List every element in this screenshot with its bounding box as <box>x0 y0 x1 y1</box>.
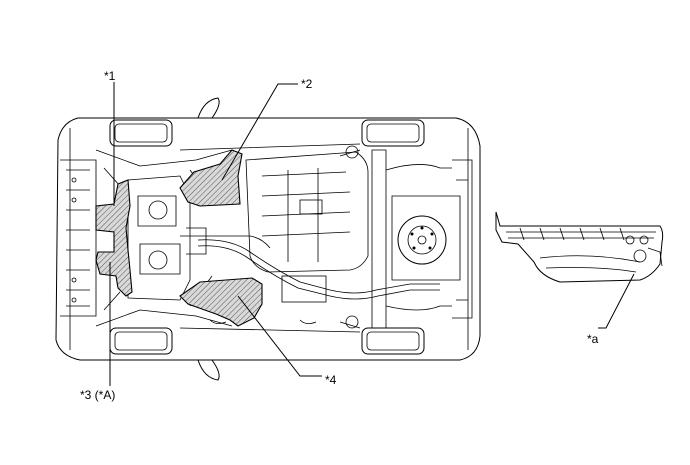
front-bumper <box>60 159 97 317</box>
mirror-left <box>197 97 220 119</box>
tire-rear-left <box>361 119 425 147</box>
tire-front-right <box>109 327 173 355</box>
callout-label-a: *a <box>587 332 599 346</box>
leader-lines <box>109 82 635 386</box>
tire-rear-right <box>361 327 425 355</box>
callout-label-4: *4 <box>325 373 337 387</box>
side-view-detail <box>495 211 664 283</box>
callout-label-3: *3 (*A) <box>80 388 115 402</box>
muffler <box>281 275 327 303</box>
hatched-part-4 <box>179 277 263 327</box>
tire-front-left <box>109 119 173 147</box>
callout-label-1: *1 <box>104 69 116 83</box>
hatched-part-3 <box>95 179 133 297</box>
fuel-tank <box>245 151 369 273</box>
callout-label-2: *2 <box>301 77 313 91</box>
hatched-part-2 <box>179 149 243 207</box>
mirror-right <box>197 359 220 381</box>
spare-tire <box>391 195 461 281</box>
engine-transmission <box>127 175 271 301</box>
